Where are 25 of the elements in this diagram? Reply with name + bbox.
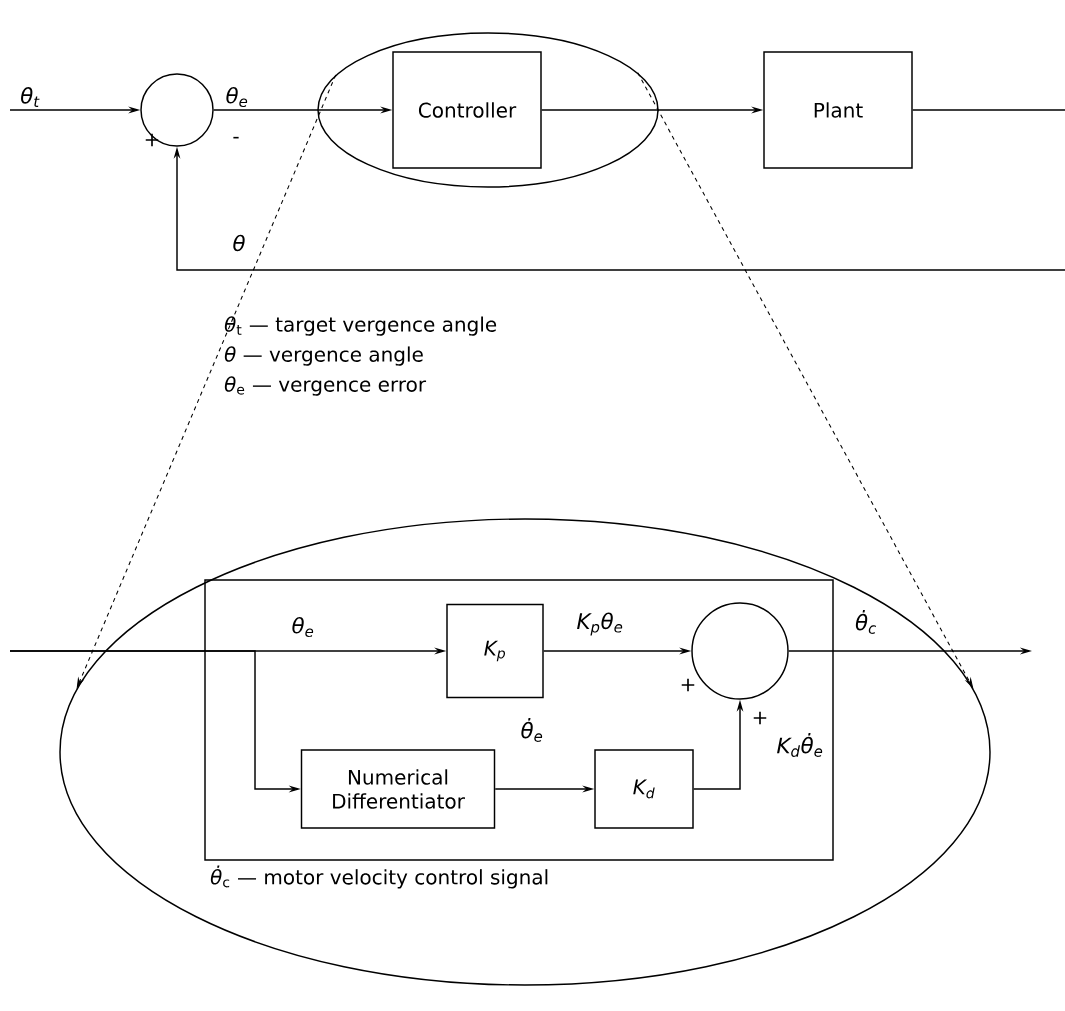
signal-line bbox=[912, 109, 1065, 111]
zoom-ellipse bbox=[317, 32, 659, 188]
edge-label: K$_{p}$θ$_{e}$ bbox=[575, 611, 625, 637]
legend-text: θ$_{t}$ — target vergence angle bbox=[224, 316, 497, 336]
edge-label: θ̇$_{e}$ bbox=[519, 716, 545, 744]
summing-junction bbox=[140, 73, 214, 147]
legend-text: θ̇$_{c}$ — motor velocity control signal bbox=[210, 865, 548, 889]
block-box: K$_{d}$ bbox=[594, 749, 694, 829]
controller-frame bbox=[204, 579, 834, 861]
block-box: K$_{p}$ bbox=[446, 603, 544, 699]
edge-label: θ$_{t}$ bbox=[18, 85, 42, 109]
sign-label: + bbox=[681, 678, 695, 692]
block-box: Controller bbox=[392, 51, 542, 169]
sign-label: + bbox=[753, 711, 767, 725]
edge-label: θ$_{e}$ bbox=[224, 85, 250, 109]
zoom-ellipse bbox=[59, 518, 991, 986]
edge-label: θ$_{e}$ bbox=[290, 615, 316, 639]
edge-label: θ̇$_{c}$ bbox=[853, 608, 879, 636]
legend-text: θ — vergence angle bbox=[224, 346, 423, 366]
edge-label: K$_{d}$θ̇$_{e}$ bbox=[775, 731, 825, 759]
sign-label: - bbox=[233, 136, 239, 139]
block-box: Plant bbox=[763, 51, 913, 169]
block-box: Numerical Differentiator bbox=[300, 749, 496, 829]
legend-text: θ$_{e}$ — vergence error bbox=[224, 376, 427, 396]
edge-label: θ bbox=[231, 233, 247, 253]
